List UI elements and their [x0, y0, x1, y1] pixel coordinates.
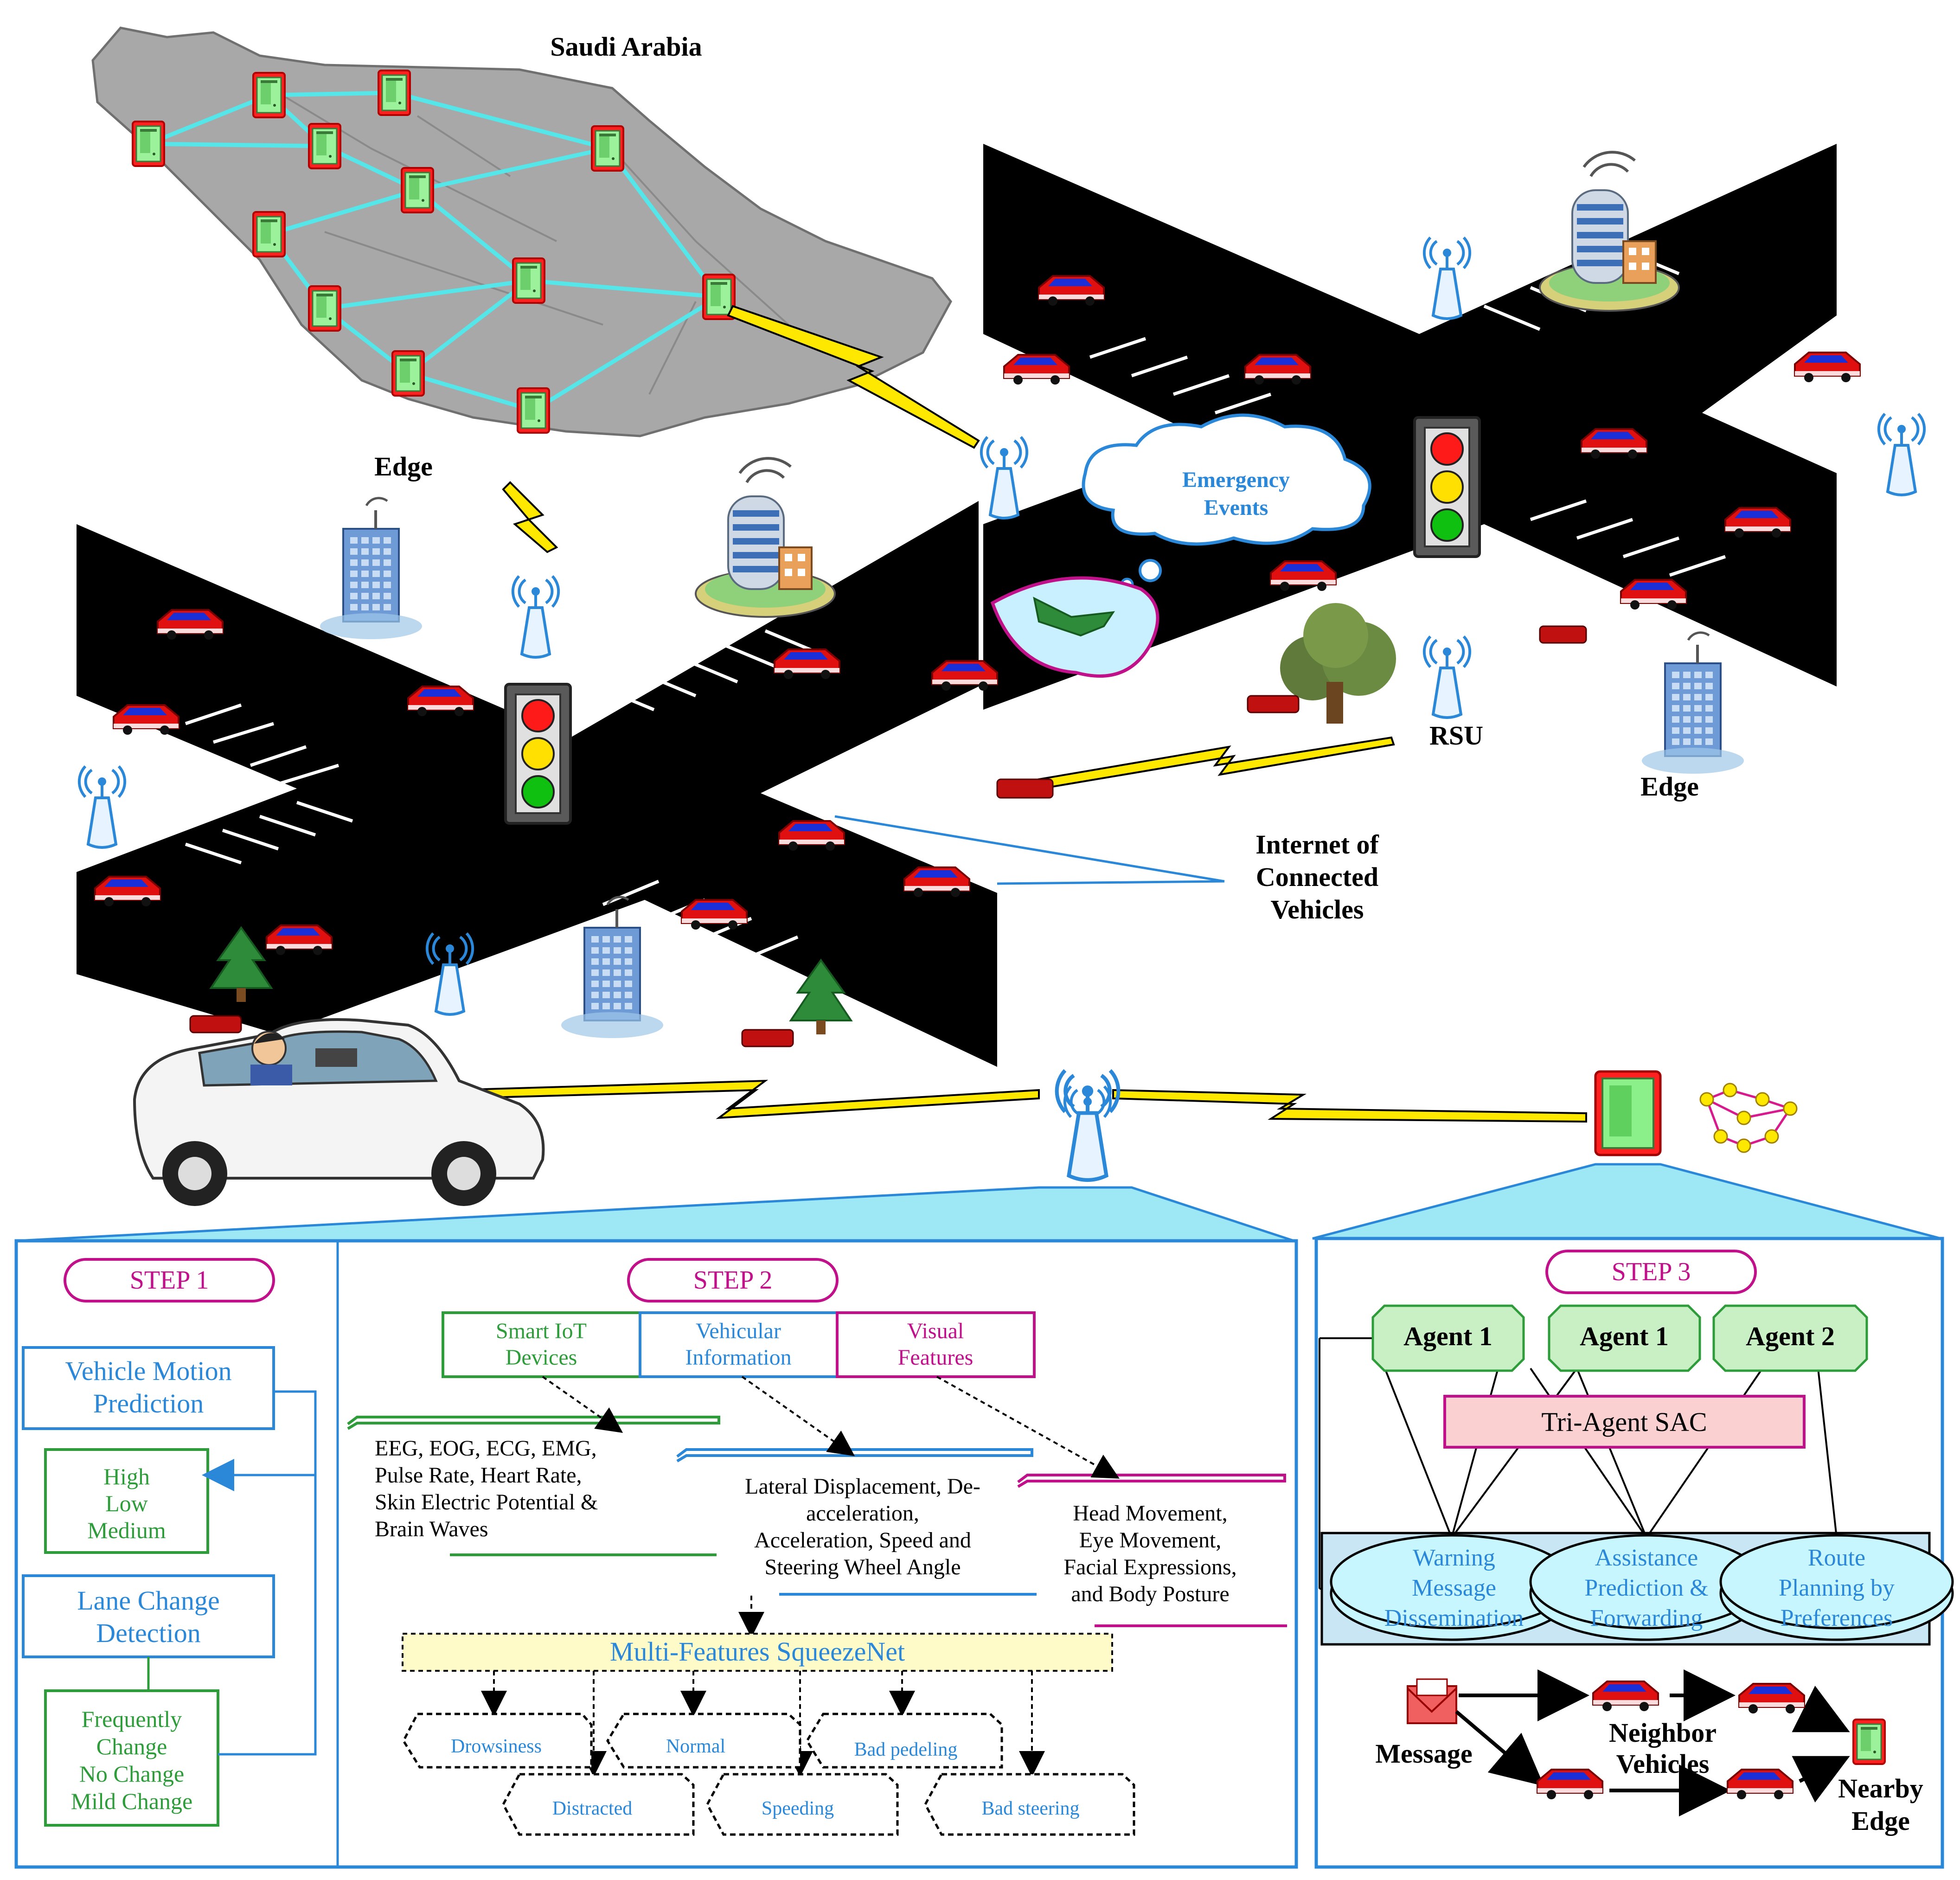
- step2-badge-text: STEP 2: [693, 1266, 773, 1295]
- vehicle-feature-line-1: Lateral Displacement, De-: [745, 1474, 980, 1499]
- nearby-edge-label-2: Edge: [1851, 1806, 1910, 1836]
- visual-feature-line-1: Head Movement,: [1073, 1501, 1227, 1526]
- agent-2-label: Agent 1: [1580, 1321, 1669, 1351]
- emergency-cloud: [1082, 413, 1371, 591]
- visual-feature-line-3: Facial Expressions,: [1063, 1555, 1236, 1579]
- step3-zoom-trapezoid: [1312, 1163, 1941, 1240]
- lane-change-text-2: Detection: [96, 1618, 200, 1648]
- source-vehicular-info: [639, 1311, 839, 1378]
- service-warning-3: Dissemination: [1384, 1605, 1524, 1631]
- source-smart-iot-text-1: Smart IoT: [496, 1319, 587, 1343]
- emergency-text-1: Emergency: [1182, 468, 1290, 492]
- agent-3-label: Agent 2: [1746, 1321, 1835, 1351]
- class-normal: Normal: [666, 1736, 725, 1757]
- map-edge-label: Edge: [374, 451, 433, 481]
- motion-level-low: Low: [105, 1490, 148, 1516]
- step1-badge: [64, 1258, 275, 1303]
- nearby-edge-server-icon: [1852, 1719, 1886, 1765]
- message-envelope-icon: [1407, 1678, 1457, 1724]
- class-bad-pedeling: Bad pedeling: [854, 1739, 958, 1760]
- lane-change-type-4: Mild Change: [71, 1788, 192, 1814]
- message-flow-arrows: [1455, 1669, 1850, 1816]
- service-assistance-3: Forwarding: [1590, 1605, 1703, 1631]
- iocv-label-3: Vehicles: [1271, 894, 1364, 924]
- vehicle-motion-text-2: Prediction: [93, 1388, 204, 1418]
- service-assistance-2: Prediction &: [1584, 1575, 1708, 1601]
- vehicle-motion-box: [22, 1346, 275, 1430]
- class-bad-steering: Bad steering: [981, 1798, 1079, 1819]
- lane-change-type-3: No Change: [79, 1761, 184, 1787]
- wireless-link-icon: [453, 305, 1587, 1123]
- vehicle-feature-line-2: acceleration,: [806, 1501, 919, 1526]
- iot-feature-line-1: EEG, EOG, ECG, EMG,: [375, 1436, 597, 1461]
- saudi-map: [91, 26, 952, 437]
- rsu-label: RSU: [1429, 720, 1483, 751]
- feature-brackets: [347, 1416, 1287, 1627]
- visual-feature-line-2: Eye Movement,: [1079, 1528, 1222, 1553]
- class-distracted: Distracted: [552, 1798, 633, 1819]
- source-smart-iot-text-2: Devices: [506, 1345, 577, 1370]
- neighbor-label-2: Vehicles: [1616, 1749, 1710, 1779]
- service-ellipses: [1330, 1534, 1954, 1641]
- lane-change-text-1: Lane Change: [77, 1585, 220, 1616]
- map-title: Saudi Arabia: [550, 32, 702, 62]
- visual-feature-line-4: and Body Posture: [1071, 1582, 1229, 1606]
- step1-connectors: [147, 1390, 317, 1756]
- class-shapes: [402, 1713, 1135, 1836]
- fallen-tree-icon: [990, 576, 1159, 678]
- source-visual-features-text-2: Features: [898, 1345, 974, 1370]
- source-arrows: [542, 1376, 1120, 1638]
- step2-badge: [627, 1258, 839, 1303]
- message-label: Message: [1375, 1739, 1472, 1769]
- source-smart-iot: [442, 1311, 641, 1378]
- main-rsu-tower-icon: [1057, 1071, 1119, 1180]
- driver-car-illustration: [133, 1018, 545, 1206]
- service-route-2: Planning by: [1779, 1575, 1895, 1601]
- service-warning-2: Message: [1412, 1575, 1496, 1601]
- source-visual-features: [836, 1311, 1036, 1378]
- oak-tree-icon: [1280, 603, 1396, 724]
- vehicle-motion-text-1: Vehicle Motion: [65, 1356, 231, 1386]
- class-speeding: Speeding: [762, 1798, 834, 1819]
- step1-badge-text: STEP 1: [130, 1266, 209, 1295]
- edge-label: Edge: [1640, 771, 1699, 802]
- lane-change-type-2: Change: [96, 1733, 167, 1759]
- iocv-label-2: Connected: [1256, 862, 1378, 892]
- tri-agent-sac-text: Tri-Agent SAC: [1541, 1407, 1707, 1437]
- step3-badge: [1545, 1250, 1757, 1294]
- vehicle-feature-line-3: Acceleration, Speed and: [754, 1528, 971, 1553]
- source-vehicular-info-text-2: Information: [685, 1345, 791, 1370]
- motion-levels-box: [44, 1448, 209, 1554]
- agent-boxes: [1371, 1304, 1868, 1372]
- iot-feature-line-4: Brain Waves: [375, 1517, 488, 1541]
- iot-feature-line-3: Skin Electric Potential &: [375, 1490, 598, 1514]
- source-visual-features-text-1: Visual: [907, 1319, 964, 1343]
- iocv-label-1: Internet of: [1255, 829, 1379, 860]
- service-route-1: Route: [1808, 1545, 1865, 1571]
- service-warning-1: Warning: [1413, 1545, 1495, 1571]
- tri-agent-sac-box: [1443, 1395, 1806, 1449]
- lane-change-type-1: Frequently: [82, 1706, 182, 1732]
- squeezenet-text: Multi-Features SqueezeNet: [610, 1636, 905, 1667]
- nearby-edge-label-1: Nearby: [1838, 1773, 1923, 1803]
- motion-level-high: High: [103, 1463, 150, 1489]
- source-vehicular-info-text-1: Vehicular: [696, 1319, 781, 1343]
- squeezenet-arrows: [481, 1671, 1045, 1777]
- small-car-icon: [189, 625, 1587, 1047]
- squeezenet-box: [402, 1633, 1113, 1672]
- service-assistance-1: Assistance: [1595, 1545, 1698, 1571]
- agent-1-label: Agent 1: [1403, 1321, 1492, 1351]
- lane-change-types-box: [44, 1689, 219, 1827]
- service-route-3: Preferences: [1781, 1605, 1893, 1631]
- edge-server-graph-icon: [1594, 1070, 1798, 1156]
- neighbor-label-1: Neighbor: [1609, 1718, 1717, 1748]
- lane-change-box: [22, 1574, 275, 1658]
- iot-feature-line-2: Pulse Rate, Heart Rate,: [375, 1463, 582, 1488]
- emergency-text-2: Events: [1204, 495, 1268, 520]
- step3-badge-text: STEP 3: [1612, 1258, 1691, 1286]
- vehicle-feature-line-4: Steering Wheel Angle: [765, 1555, 961, 1579]
- class-drowsiness: Drowsiness: [451, 1736, 542, 1757]
- iocv-callout-lines: [834, 815, 1225, 885]
- motion-level-medium: Medium: [87, 1517, 166, 1543]
